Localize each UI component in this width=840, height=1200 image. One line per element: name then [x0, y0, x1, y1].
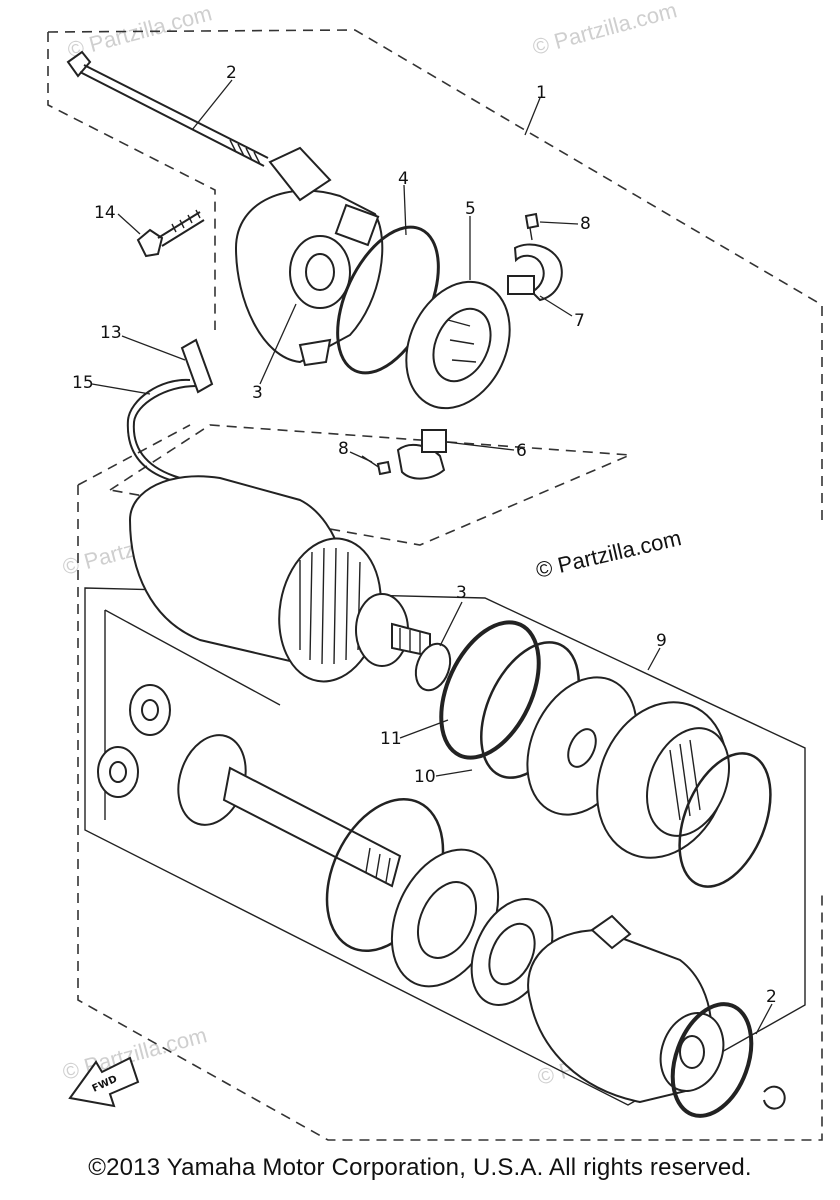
- fwd-direction-arrow: FWD: [68, 1056, 140, 1108]
- callout-3-top: 3: [252, 383, 263, 403]
- planet-carrier-shaft: [177, 734, 402, 888]
- o-ring-bottom: [670, 1002, 754, 1118]
- callout-6: 6: [516, 441, 527, 461]
- rear-cover-housing: [234, 146, 384, 367]
- callout-2-bottom: 2: [766, 987, 777, 1007]
- callout-8-top: 8: [580, 214, 591, 234]
- mounting-bolt: [136, 209, 205, 258]
- callout-14: 14: [94, 203, 116, 223]
- circlip: [763, 1085, 786, 1110]
- planet-gear-upper: [129, 684, 171, 736]
- callout-4: 4: [398, 169, 409, 189]
- callout-1: 1: [536, 83, 547, 103]
- callout-13: 13: [100, 323, 122, 343]
- copyright-footer: ©2013 Yamaha Motor Corporation, U.S.A. A…: [88, 1154, 752, 1181]
- watermark-main: © Partzilla.com: [534, 525, 684, 583]
- callout-11: 11: [380, 729, 402, 749]
- assembly-outline-clutch: [84, 587, 806, 1106]
- thrust-washer-mid: [390, 848, 500, 988]
- screw-top: [524, 212, 540, 241]
- front-cover: [527, 914, 725, 1104]
- planet-gear-lower: [97, 746, 139, 798]
- retaining-ring: [678, 752, 772, 888]
- assembly-outline-main: [77, 424, 823, 1141]
- callout-15: 15: [72, 373, 94, 393]
- callout-9: 9: [656, 631, 667, 651]
- brush-holder-top: [507, 243, 563, 302]
- leader-lines: [91, 79, 773, 1035]
- callout-8-mid: 8: [338, 439, 349, 459]
- internal-gear-housing: [596, 701, 731, 859]
- brush-holder-bottom: [396, 429, 447, 480]
- callout-7: 7: [574, 311, 585, 331]
- through-bolt: [66, 50, 269, 167]
- screw-bottom: [361, 455, 392, 476]
- brush-plate: [405, 280, 511, 410]
- callout-10: 10: [414, 767, 436, 787]
- watermark-top-right: © Partzilla.com: [530, 0, 680, 60]
- callout-5: 5: [465, 199, 476, 219]
- callout-2-top: 2: [226, 63, 237, 83]
- o-ring-mid: [439, 620, 541, 760]
- callout-3-mid: 3: [456, 583, 467, 603]
- assembly-outline-top: [47, 29, 823, 520]
- motor-yoke: [128, 475, 431, 683]
